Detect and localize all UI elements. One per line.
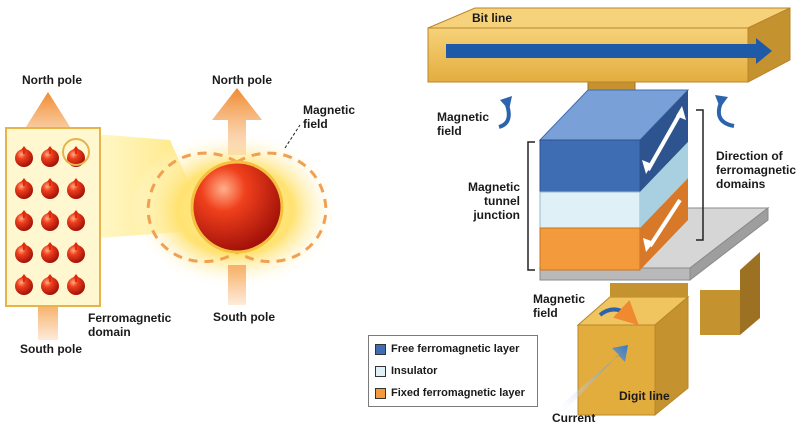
spin-arrow-icon bbox=[21, 178, 27, 186]
legend-swatch-insulator bbox=[375, 365, 386, 377]
domain-atom bbox=[41, 181, 59, 199]
legend-swatch-fixed bbox=[375, 387, 386, 399]
current-label: Current bbox=[552, 411, 595, 425]
junction-bracket bbox=[527, 141, 535, 271]
field-lines bbox=[146, 151, 328, 263]
legend-label-fixed: Fixed ferromagnetic layer bbox=[391, 387, 525, 399]
magnetic-field-bottom-label-2: field bbox=[533, 306, 558, 320]
domain-atom bbox=[15, 149, 33, 167]
spin-arrow-icon bbox=[21, 274, 27, 282]
domain-atom bbox=[67, 181, 85, 199]
field-swirl-left bbox=[498, 104, 511, 129]
spin-arrow-icon bbox=[47, 242, 53, 250]
legend: Free ferromagnetic layer Insulator Fixed… bbox=[368, 335, 538, 407]
atom-sphere bbox=[190, 160, 284, 254]
digit-line-back-post bbox=[700, 290, 740, 335]
north-pole-left-label: North pole bbox=[22, 73, 82, 87]
direction-label-3: domains bbox=[716, 177, 766, 191]
legend-label-free: Free ferromagnetic layer bbox=[391, 343, 520, 355]
domain-atom bbox=[41, 213, 59, 231]
north-pole-center-label: North pole bbox=[212, 73, 272, 87]
domain-atom bbox=[15, 277, 33, 295]
spin-arrow-icon bbox=[73, 210, 79, 218]
magnetic-field-bottom-label-1: Magnetic bbox=[533, 292, 585, 306]
free-layer-front bbox=[539, 139, 641, 193]
mram-cell-group bbox=[427, 7, 791, 417]
legend-label-insulator: Insulator bbox=[391, 365, 438, 377]
atom-field-group bbox=[130, 88, 340, 305]
domain-atom-grid bbox=[15, 146, 85, 295]
south-pole-left-label: South pole bbox=[20, 342, 82, 356]
fixed-layer-front bbox=[539, 227, 641, 271]
south-pole-center-label: South pole bbox=[213, 310, 275, 324]
field-swirl-bottom bbox=[598, 300, 639, 326]
domain-atom bbox=[15, 181, 33, 199]
ferromagnetic-domain-label-1: Ferromagnetic bbox=[88, 311, 172, 325]
mtj-label-1: Magnetic bbox=[468, 180, 520, 194]
domain-atom bbox=[67, 277, 85, 295]
current-arrow bbox=[555, 345, 628, 416]
domain-atom bbox=[41, 149, 59, 167]
spin-arrow-icon bbox=[73, 242, 79, 250]
spin-arrow-icon bbox=[73, 274, 79, 282]
labels: North pole South pole Ferromagnetic doma… bbox=[20, 11, 796, 425]
direction-label-1: Direction of bbox=[716, 149, 784, 163]
legend-item-fixed-layer: Fixed ferromagnetic layer bbox=[375, 386, 525, 400]
magnetic-field-top-label-1: Magnetic bbox=[303, 103, 355, 117]
spin-arrow-icon bbox=[73, 146, 79, 154]
bit-line-label: Bit line bbox=[472, 11, 512, 25]
magnetic-field-left-label-1: Magnetic bbox=[437, 110, 489, 124]
free-layer-direction-arrow bbox=[646, 109, 684, 171]
south-pole-bar-left bbox=[38, 305, 58, 340]
spin-arrow-icon bbox=[21, 146, 27, 154]
highlight-circle bbox=[62, 138, 90, 166]
legend-item-free-layer: Free ferromagnetic layer bbox=[375, 342, 519, 356]
insulator-front bbox=[539, 191, 641, 229]
bit-line-direction-arrow bbox=[446, 44, 756, 58]
direction-label-2: ferromagnetic bbox=[716, 163, 796, 177]
domain-atom bbox=[41, 245, 59, 263]
field-line bbox=[236, 151, 328, 263]
digit-line-label: Digit line bbox=[619, 389, 670, 403]
spin-arrow-icon bbox=[47, 210, 53, 218]
domain-atom bbox=[67, 245, 85, 263]
domain-atom bbox=[41, 277, 59, 295]
mtj-label-3: junction bbox=[472, 208, 520, 222]
legend-swatch-free bbox=[375, 343, 386, 355]
field-leader-line bbox=[284, 124, 301, 149]
direction-bracket bbox=[696, 109, 704, 241]
spin-arrow-icon bbox=[47, 274, 53, 282]
magnetic-field-left-label-2: field bbox=[437, 124, 462, 138]
domain-atom bbox=[67, 213, 85, 231]
spin-arrow-icon bbox=[47, 178, 53, 186]
fixed-layer-direction-arrow bbox=[648, 198, 682, 248]
domain-atom bbox=[67, 149, 85, 167]
legend-item-insulator: Insulator bbox=[375, 364, 437, 378]
spin-arrow-icon bbox=[47, 146, 53, 154]
ferromagnetic-domain-label-2: domain bbox=[88, 325, 131, 339]
spin-arrow-icon bbox=[73, 178, 79, 186]
north-pole-arrow-left bbox=[24, 92, 72, 150]
south-pole-bar-center bbox=[228, 265, 246, 305]
field-line bbox=[146, 151, 238, 263]
spin-arrow-icon bbox=[21, 242, 27, 250]
spin-arrow-icon bbox=[21, 210, 27, 218]
north-pole-arrow-center bbox=[212, 88, 262, 155]
magnetic-field-top-label-2: field bbox=[303, 117, 328, 131]
domain-atom bbox=[15, 213, 33, 231]
mtj-label-2: tunnel bbox=[484, 194, 520, 208]
domain-atom bbox=[15, 245, 33, 263]
